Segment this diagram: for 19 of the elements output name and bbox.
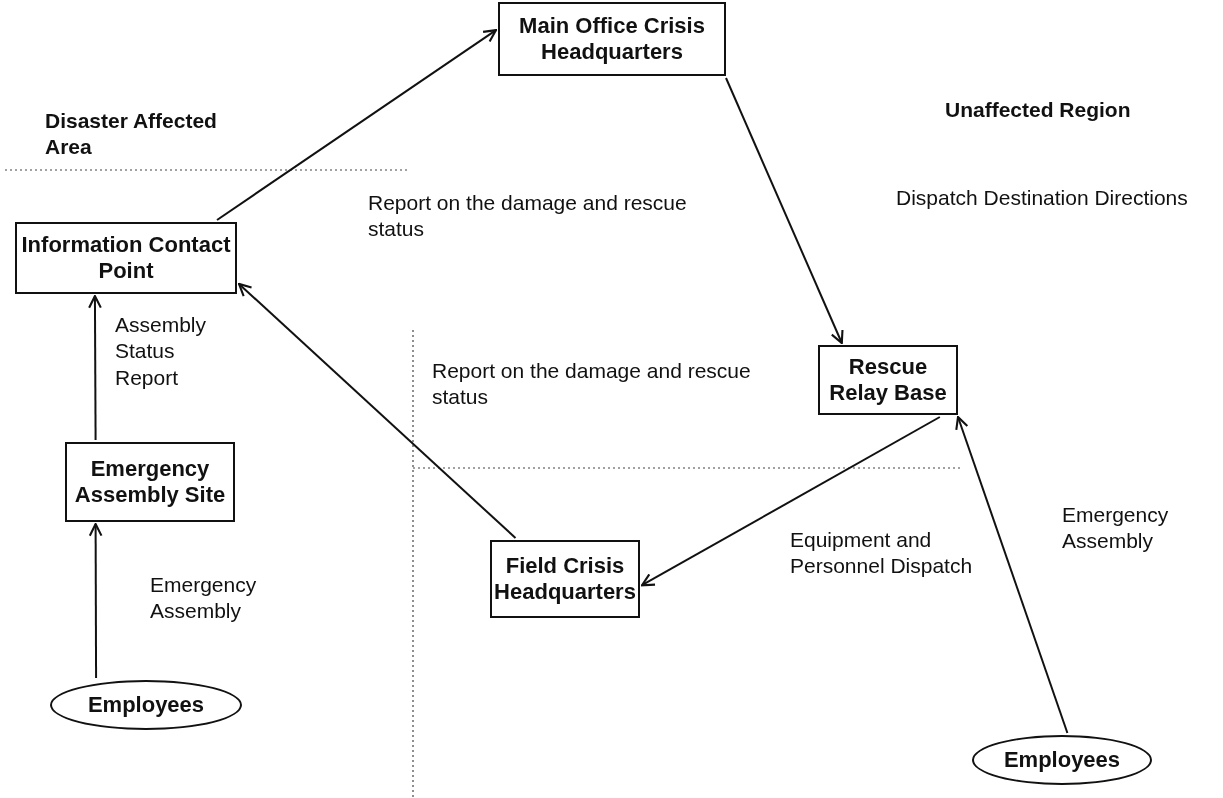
node-label: Main Office Crisis Headquarters [518, 12, 706, 66]
arrow [88, 522, 103, 679]
node-label: Employees [87, 691, 205, 719]
node-label: Rescue Relay Base [828, 353, 948, 407]
arrow [725, 77, 844, 345]
process-box [65, 442, 235, 522]
arrow [237, 282, 517, 539]
node-label: Employees [1003, 746, 1121, 774]
arrow [640, 416, 941, 587]
arrow [955, 415, 1069, 734]
node-label: Field Crisis Headquarters [493, 552, 637, 606]
node-label: Information Contact Point [20, 231, 232, 285]
arrow [216, 29, 498, 221]
process-box [490, 540, 640, 618]
process-box [818, 345, 958, 415]
arrow [88, 294, 102, 441]
node-label: Emergency Assembly Site [73, 455, 227, 509]
process-box [498, 2, 726, 76]
process-box [15, 222, 237, 294]
